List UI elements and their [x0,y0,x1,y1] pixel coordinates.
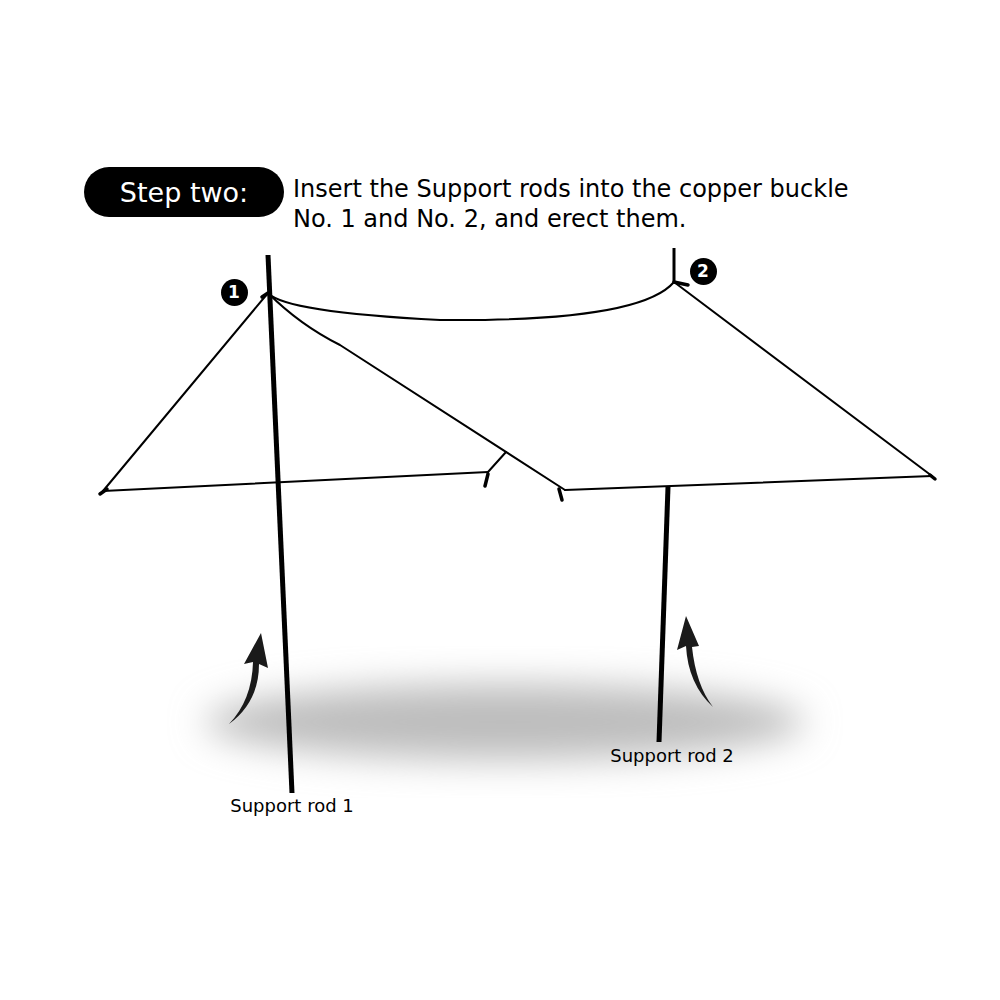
callout-number: 2 [697,261,709,281]
corner-loops [100,282,935,500]
tarp-edge [103,293,268,491]
tarp-edge [565,476,932,490]
support-rod [659,487,668,742]
tarp-edge [674,282,932,476]
callout-number: 1 [228,282,240,302]
callout-number: 1 [221,279,248,306]
instruction-text: Insert the Support rods into the copper … [293,174,893,234]
tarp-ridge [268,282,674,320]
part-name: Support rod 2 [610,744,734,767]
part-name: Support rod 1 [230,794,354,817]
tarp-edge [103,472,488,491]
lift-arrows [229,616,713,724]
tarp-strap [488,452,506,472]
step-heading: Step two: [120,177,248,208]
step-pill: Step two: [84,167,284,217]
support-rod [268,255,292,793]
support-rod-tip [673,248,676,282]
callout-number: 2 [690,258,717,285]
tarp-fold [268,293,565,490]
tarp-outline [103,282,932,491]
